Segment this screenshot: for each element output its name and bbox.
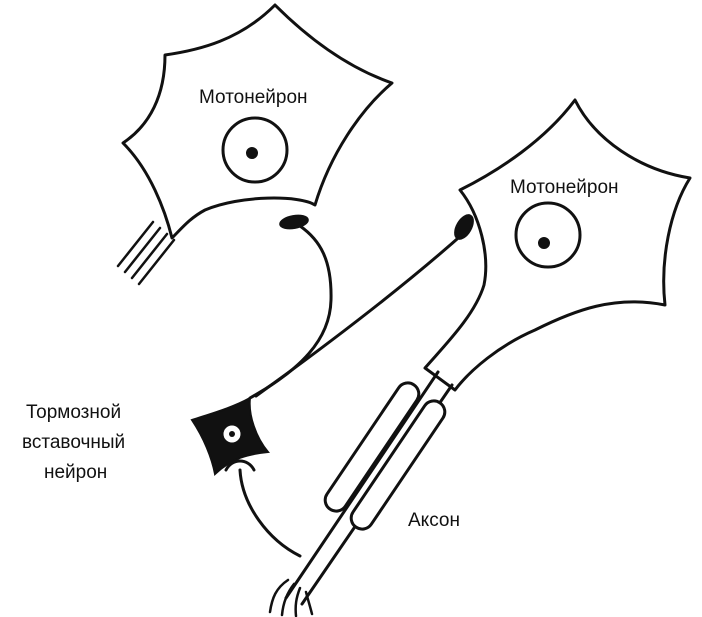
label-axon: Аксон [408,510,460,531]
axon [270,372,452,616]
axon-fiber-1 [286,372,438,598]
interneuron-nucleolus [229,431,235,437]
collateral-input [240,470,300,556]
label-motoneuron-left: Мотонейрон [199,87,308,108]
label-motoneuron-right: Мотонейрон [510,177,619,198]
label-inhibitory-1: Тормозной [26,402,121,423]
label-inhibitory-3: нейрон [44,462,107,483]
motoneuron-left-nucleolus [247,148,257,158]
motoneuron-right-nucleus [516,203,580,267]
motoneuron-right [425,100,690,390]
motoneuron-left [118,5,392,284]
label-inhibitory-2: вставочный [22,432,125,453]
motoneuron-right-nucleolus [539,238,549,248]
motoneuron-left-axon-stub [118,222,174,284]
synapse-right [451,212,476,242]
